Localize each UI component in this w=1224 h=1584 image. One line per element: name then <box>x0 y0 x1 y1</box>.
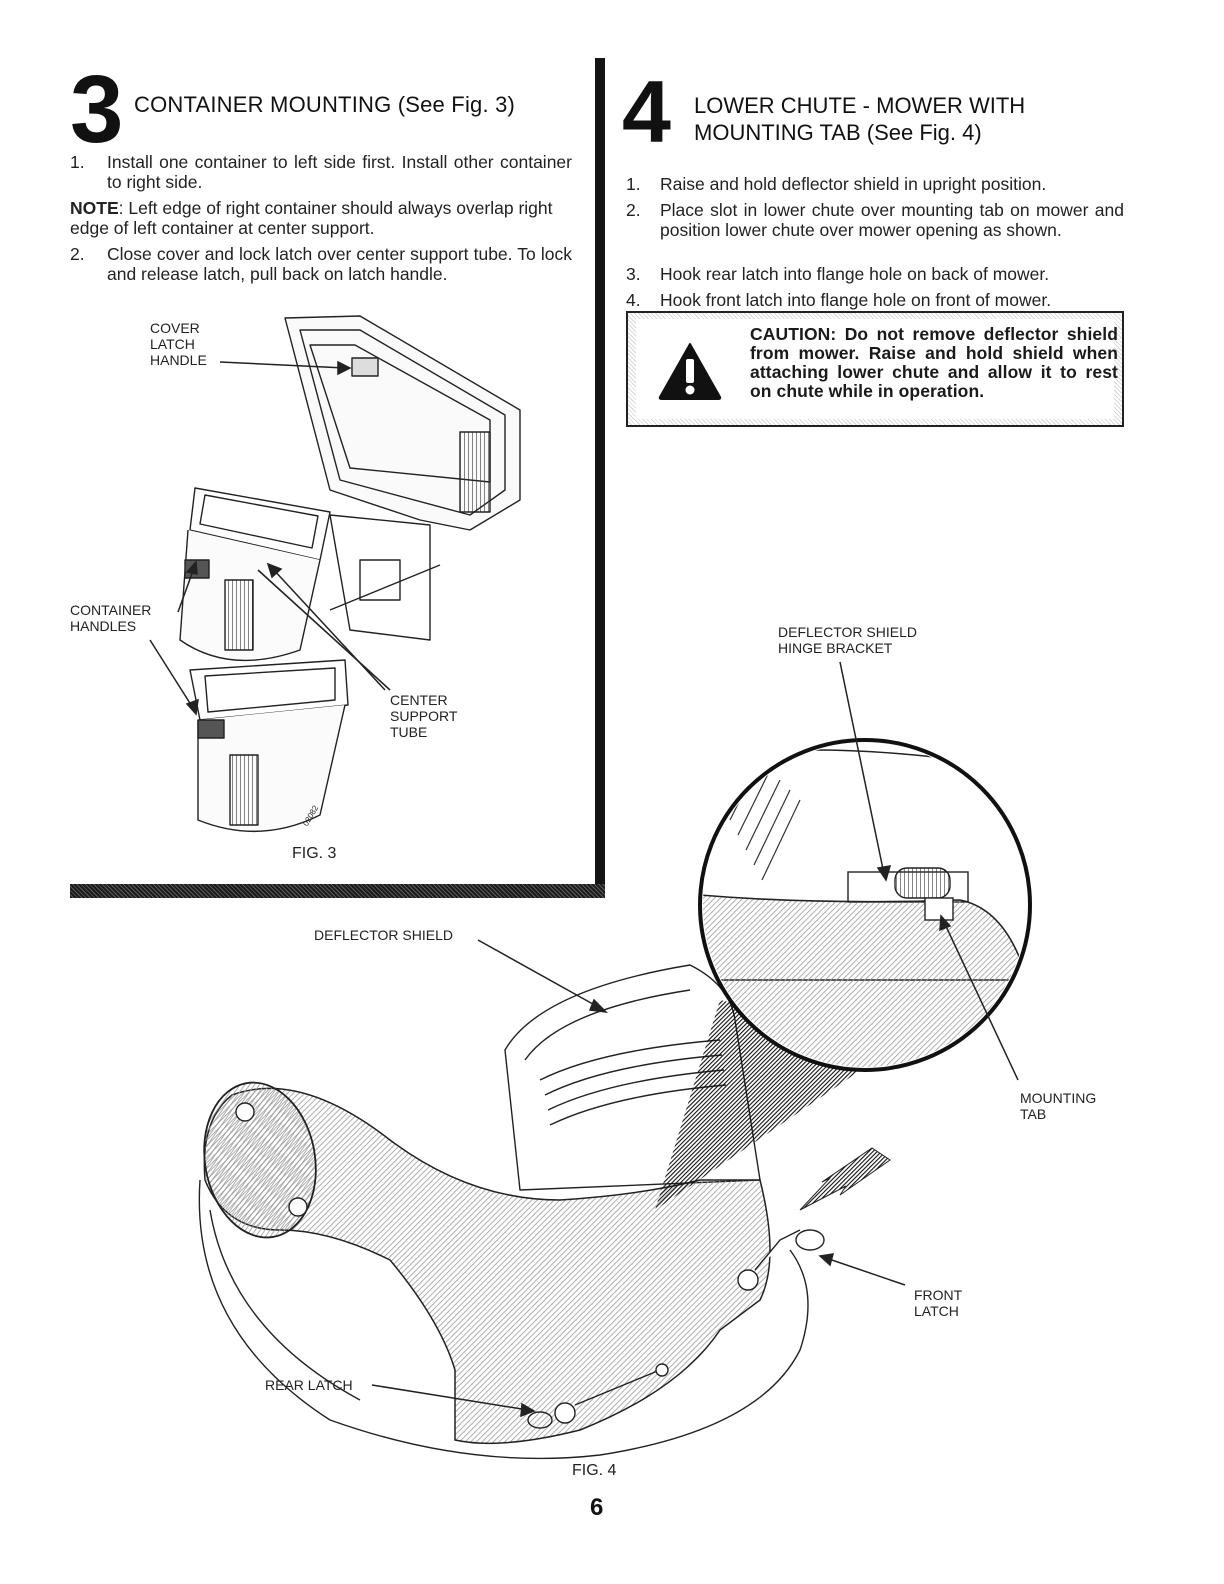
step-number: 1. <box>70 152 85 172</box>
step-text: Place slot in lower chute over mounting … <box>660 200 1124 240</box>
step-number: 4. <box>626 290 641 310</box>
callout-line: HANDLE <box>150 352 207 368</box>
section-divider-horizontal <box>70 884 605 898</box>
section-3-note: NOTE: Left edge of right container shoul… <box>70 198 572 238</box>
callout-deflector-shield: DEFLECTOR SHIELD <box>314 927 453 943</box>
section-4-title-line-1: LOWER CHUTE - MOWER WITH <box>694 93 1026 118</box>
section-divider-vertical <box>595 58 605 896</box>
callout-line: CENTER <box>390 692 448 708</box>
callout-line: DEFLECTOR SHIELD <box>778 624 917 640</box>
section-4-number: 4 <box>622 62 671 161</box>
caution-box: CAUTION: Do not remove deflector shield … <box>626 311 1124 427</box>
callout-rear-latch: REAR LATCH <box>265 1377 353 1393</box>
section-3-step-1: 1. Install one container to left side fi… <box>70 152 572 192</box>
section-4-step-3: 3. Hook rear latch into flange hole on b… <box>626 264 1124 284</box>
section-4-title-line-2: MOUNTING TAB (See Fig. 4) <box>694 120 982 145</box>
callout-line: HANDLES <box>70 618 137 634</box>
step-text: Close cover and lock latch over center s… <box>107 244 572 284</box>
callout-line: HINGE BRACKET <box>778 640 893 656</box>
section-4-step-4: 4. Hook front latch into flange hole on … <box>626 290 1124 310</box>
page-number: 6 <box>590 1494 604 1521</box>
section-4-title: LOWER CHUTE - MOWER WITH MOUNTING TAB (S… <box>694 92 1114 146</box>
figure-4-caption: FIG. 4 <box>572 1462 617 1479</box>
step-number: 2. <box>70 244 85 264</box>
callout-line: FRONT <box>914 1287 963 1303</box>
callout-line: LATCH <box>914 1303 959 1319</box>
section-3-step-2: 2. Close cover and lock latch over cente… <box>70 244 572 284</box>
part-code: 02082 <box>301 803 321 828</box>
callout-line: SUPPORT <box>390 708 458 724</box>
callout-line: LATCH <box>150 336 195 352</box>
section-3-title: CONTAINER MOUNTING (See Fig. 3) <box>134 92 516 117</box>
callout-line: CONTAINER <box>70 602 152 618</box>
callout-line: TAB <box>1020 1106 1047 1122</box>
step-text: Raise and hold deflector shield in uprig… <box>660 174 1047 194</box>
callout-front-latch: FRONT LATCH <box>914 1287 962 1319</box>
step-number: 1. <box>626 174 641 194</box>
step-number: 3. <box>626 264 641 284</box>
note-text: : Left edge of right container should al… <box>70 198 553 238</box>
step-text: Hook rear latch into flange hole on back… <box>660 264 1050 284</box>
callout-line: TUBE <box>390 724 428 740</box>
callout-container-handles: CONTAINER HANDLES <box>70 602 151 634</box>
warning-triangle-icon <box>658 343 722 400</box>
figure-3-caption: FIG. 3 <box>292 845 337 862</box>
callout-center-support-tube: CENTER SUPPORT TUBE <box>390 692 457 740</box>
callout-cover-latch-handle: COVER LATCH HANDLE <box>150 320 207 368</box>
step-text: Hook front latch into flange hole on fro… <box>660 290 1052 310</box>
callout-line: COVER <box>150 320 200 336</box>
callout-line: MOUNTING <box>1020 1090 1097 1106</box>
caution-inner: CAUTION: Do not remove deflector shield … <box>636 319 1118 419</box>
caution-text: CAUTION: Do not remove deflector shield … <box>750 324 1118 401</box>
section-4-step-2: 2. Place slot in lower chute over mounti… <box>626 200 1124 260</box>
step-text: Install one container to left side first… <box>107 152 572 192</box>
callout-mounting-tab: MOUNTING TAB <box>1020 1090 1096 1122</box>
step-number: 2. <box>626 200 641 220</box>
section-4-step-1: 1. Raise and hold deflector shield in up… <box>626 174 1124 194</box>
note-label: NOTE <box>70 198 119 218</box>
callout-hinge-bracket: DEFLECTOR SHIELD HINGE BRACKET <box>778 624 917 656</box>
section-3-number: 3 <box>70 56 124 163</box>
